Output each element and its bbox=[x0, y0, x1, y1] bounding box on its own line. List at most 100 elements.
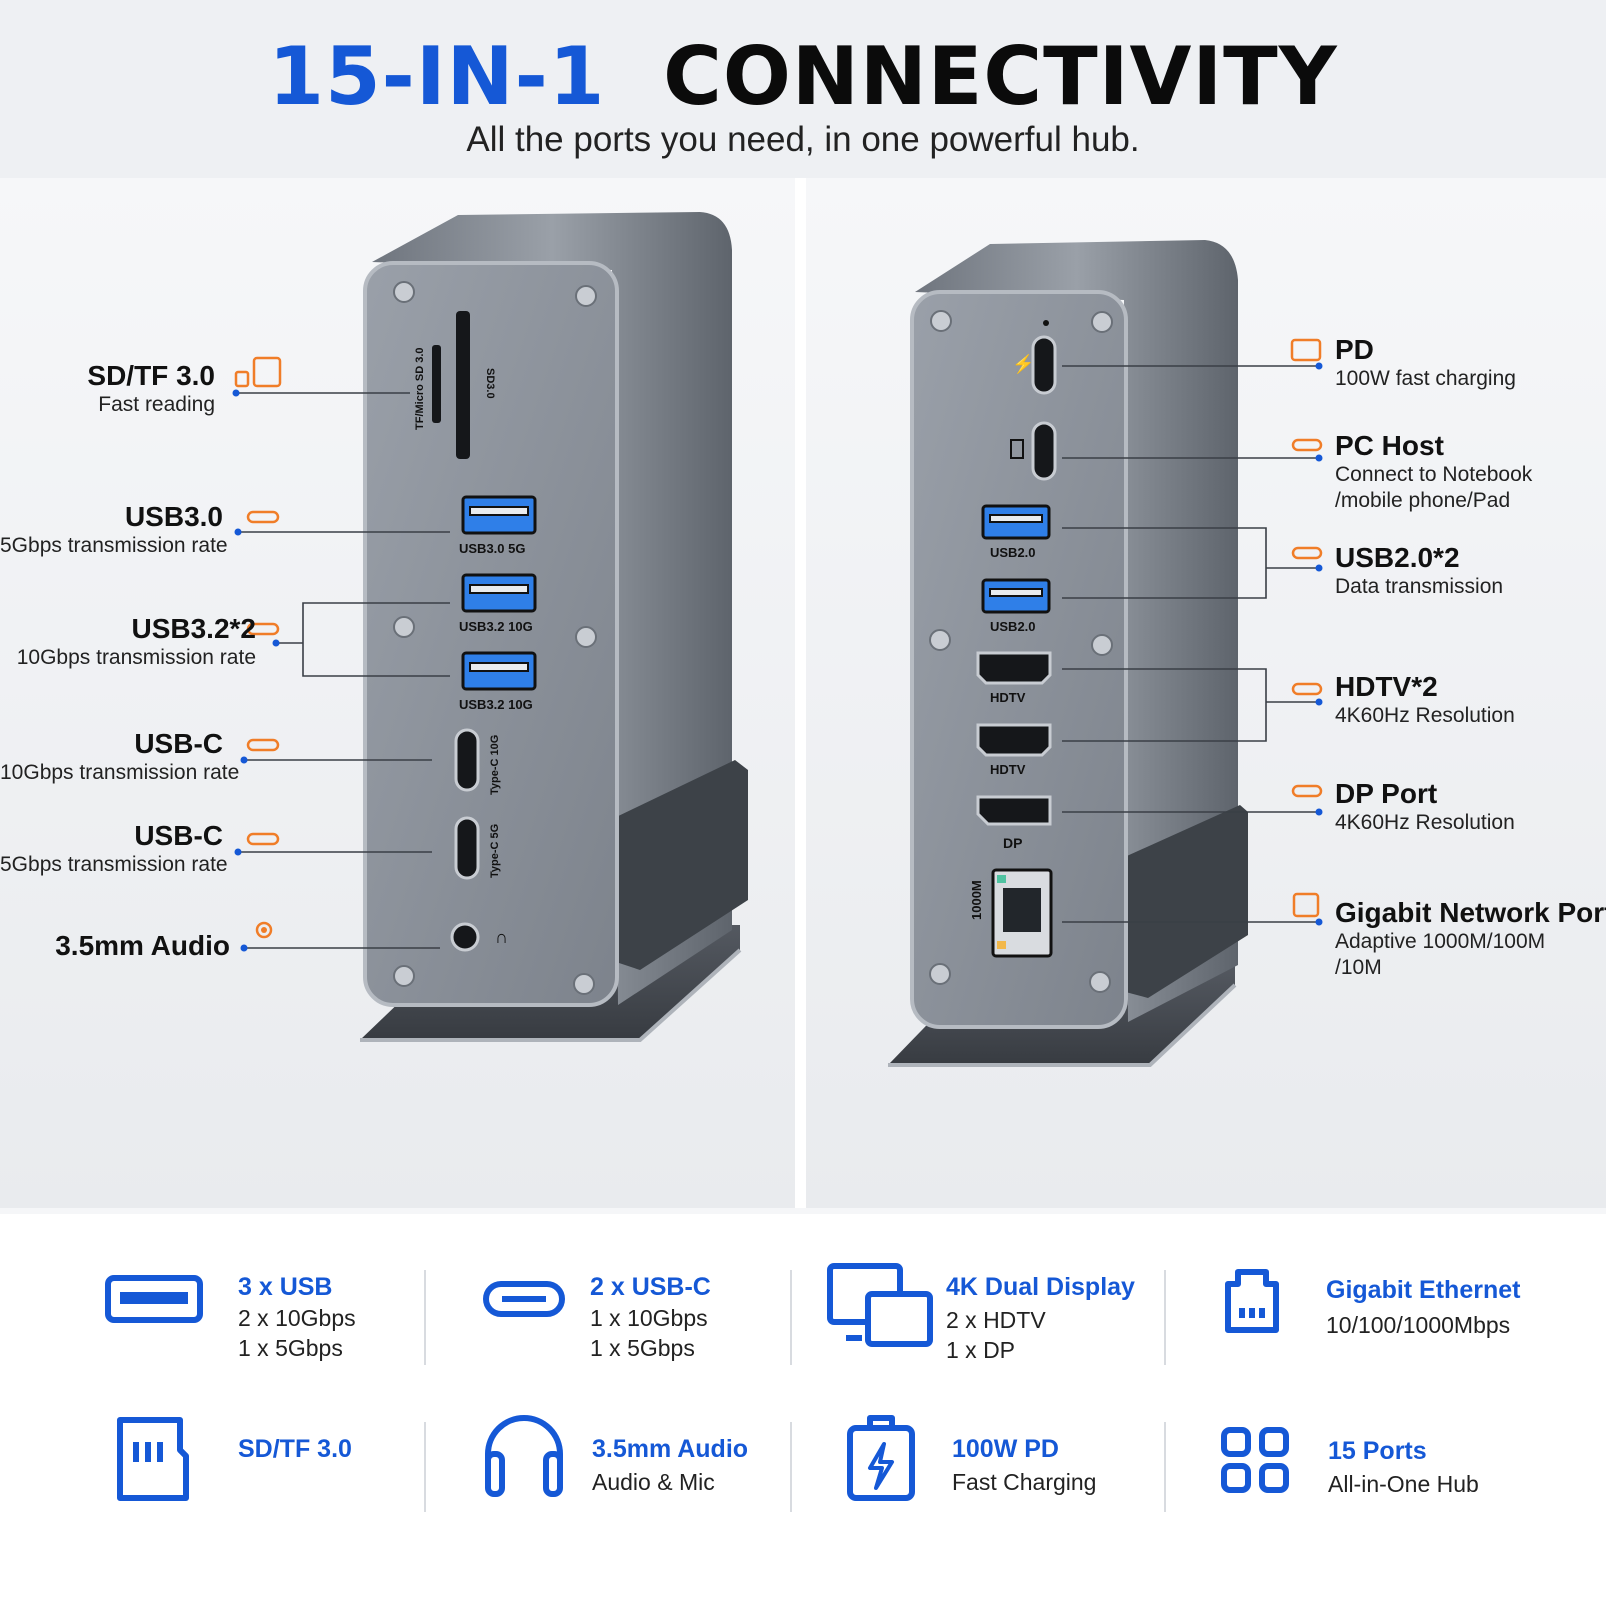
usb30-label: USB3.0 5G bbox=[459, 541, 525, 556]
title-main: CONNECTIVITY bbox=[663, 30, 1338, 123]
feature-separator bbox=[424, 1270, 426, 1365]
feature-display-title: 4K Dual Display bbox=[946, 1273, 1135, 1301]
usbc-5g-port bbox=[454, 816, 480, 880]
ethernet-led-green bbox=[997, 875, 1006, 883]
grid-ports-icon bbox=[1221, 1427, 1289, 1493]
hdtv-port-a bbox=[976, 651, 1052, 685]
feature-audio-line: Audio & Mic bbox=[592, 1469, 715, 1495]
sd-card-icon bbox=[117, 1417, 189, 1501]
headphones-icon bbox=[485, 1415, 563, 1497]
feature-separator bbox=[1164, 1422, 1166, 1512]
leader-bracket bbox=[302, 602, 450, 677]
feature-ports-line: All-in-One Hub bbox=[1328, 1471, 1479, 1497]
feature-separator bbox=[1164, 1270, 1166, 1365]
page-subtitle: All the ports you need, in one powerful … bbox=[466, 120, 1140, 159]
feature-usbc-line: 1 x 5Gbps bbox=[590, 1335, 695, 1361]
leader-dot bbox=[1315, 362, 1323, 370]
feature-separator bbox=[424, 1422, 426, 1512]
usb-c-icon bbox=[1291, 784, 1323, 798]
screw bbox=[573, 973, 595, 995]
screw bbox=[930, 310, 952, 332]
dual-display-icon bbox=[827, 1263, 933, 1347]
page-title: 15-IN-1 CONNECTIVITY bbox=[0, 32, 1606, 122]
tf-slot bbox=[432, 345, 441, 423]
usb-tongue bbox=[989, 514, 1043, 523]
callout-usbc-10g: USB-C 10Gbps transmission rate bbox=[0, 728, 240, 784]
usb-port-icon bbox=[105, 1275, 203, 1323]
ethernet-socket bbox=[1003, 888, 1041, 932]
usb-tongue bbox=[989, 588, 1043, 597]
screw bbox=[393, 281, 415, 303]
screw bbox=[393, 616, 415, 638]
callout-usbc-5g: USB-C 5Gbps transmission rate bbox=[0, 820, 228, 876]
usb-port-icon bbox=[246, 510, 280, 524]
feature-ports-title: 15 Ports bbox=[1328, 1437, 1427, 1465]
status-led bbox=[1043, 320, 1049, 326]
charging-icon bbox=[1290, 338, 1322, 362]
callout-sdtf: SD/TF 3.0 Fast reading bbox=[87, 360, 215, 416]
host-port bbox=[1031, 421, 1057, 481]
leader-dot bbox=[1315, 454, 1323, 462]
screw bbox=[575, 626, 597, 648]
usb-c-icon bbox=[1291, 438, 1323, 452]
usb20b-label: USB2.0 bbox=[990, 619, 1036, 634]
leader-dot bbox=[240, 944, 248, 952]
feature-usb-line: 2 x 10Gbps bbox=[238, 1305, 356, 1331]
rear-stand-edge bbox=[888, 983, 1237, 1067]
leader-dot bbox=[234, 848, 242, 856]
feature-display-line: 1 x DP bbox=[946, 1337, 1016, 1363]
callout-usb20: USB2.0*2 Data transmission bbox=[1335, 542, 1504, 598]
panel-divider bbox=[795, 178, 806, 1208]
callout-hdtv: HDTV*2 4K60Hz Resolution bbox=[1335, 671, 1515, 727]
usb-tongue bbox=[469, 506, 529, 516]
usb-c-icon bbox=[246, 738, 280, 752]
usb-port-icon bbox=[246, 622, 280, 636]
front-faceplate bbox=[363, 261, 619, 1007]
screw bbox=[1089, 971, 1111, 993]
dp-port bbox=[976, 795, 1052, 826]
usb-c-icon bbox=[246, 832, 280, 846]
headset-glyph: ∩ bbox=[495, 927, 508, 947]
usb-tongue bbox=[469, 584, 529, 594]
feature-usbc-title: 2 x USB-C bbox=[590, 1273, 711, 1301]
callout-dp: DP Port 4K60Hz Resolution bbox=[1335, 778, 1515, 834]
feature-audio-title: 3.5mm Audio bbox=[592, 1435, 749, 1463]
callout-usb30: USB3.0 5Gbps transmission rate bbox=[0, 501, 228, 557]
usb-c-icon bbox=[1291, 682, 1323, 696]
leader-dot bbox=[1315, 918, 1323, 926]
feature-ethernet-line: 10/100/1000Mbps bbox=[1326, 1312, 1511, 1338]
pd-port bbox=[1031, 335, 1057, 395]
screw bbox=[929, 629, 951, 651]
front-device: ∩ TF/Micro SD 3.0 SD3.0 USB3.0 5G USB3.2… bbox=[360, 212, 748, 1042]
dp-label: DP bbox=[1003, 835, 1022, 851]
screw bbox=[929, 963, 951, 985]
feature-sd-title: SD/TF 3.0 bbox=[238, 1435, 352, 1463]
device-illustration: ∩ TF/Micro SD 3.0 SD3.0 USB3.0 5G USB3.2… bbox=[232, 212, 1323, 1067]
callout-ethernet: Gigabit Network Port Adaptive 1000M/100M… bbox=[1335, 897, 1606, 979]
leader-dot bbox=[272, 639, 280, 647]
leader-bracket bbox=[1062, 668, 1267, 742]
usbc-10g-port bbox=[454, 728, 480, 792]
screw bbox=[575, 285, 597, 307]
sd-card-icon bbox=[234, 370, 250, 388]
feature-separator bbox=[790, 1422, 792, 1512]
feature-ethernet-title: Gigabit Ethernet bbox=[1326, 1276, 1521, 1304]
title-accent: 15-IN-1 bbox=[268, 30, 606, 123]
tf-label: TF/Micro SD 3.0 bbox=[414, 347, 426, 430]
callout-pd: PD 100W fast charging bbox=[1335, 334, 1516, 390]
leader-dot bbox=[234, 528, 242, 536]
ethernet-icon bbox=[1292, 892, 1320, 918]
rear-device: ⚡ USB2.0 USB2.0 HDTV HDTV DP 1000M bbox=[888, 240, 1248, 1067]
front-stand-edge bbox=[360, 948, 742, 1042]
leader-dot bbox=[1315, 808, 1323, 816]
typec10-label: Type-C 10G bbox=[489, 735, 501, 795]
ethernet-icon bbox=[1225, 1269, 1279, 1333]
callout-usb32: USB3.2*2 10Gbps transmission rate bbox=[16, 613, 256, 669]
callout-pc-host: PC Host Connect to Notebook /mobile phon… bbox=[1335, 430, 1533, 512]
feature-usbc-line: 1 x 10Gbps bbox=[590, 1305, 708, 1331]
features-panel bbox=[0, 1208, 1606, 1612]
rear-side bbox=[915, 240, 1238, 1022]
sd-slot bbox=[456, 311, 470, 459]
host-glyph bbox=[1010, 439, 1024, 459]
usb-c-icon bbox=[1291, 546, 1323, 560]
